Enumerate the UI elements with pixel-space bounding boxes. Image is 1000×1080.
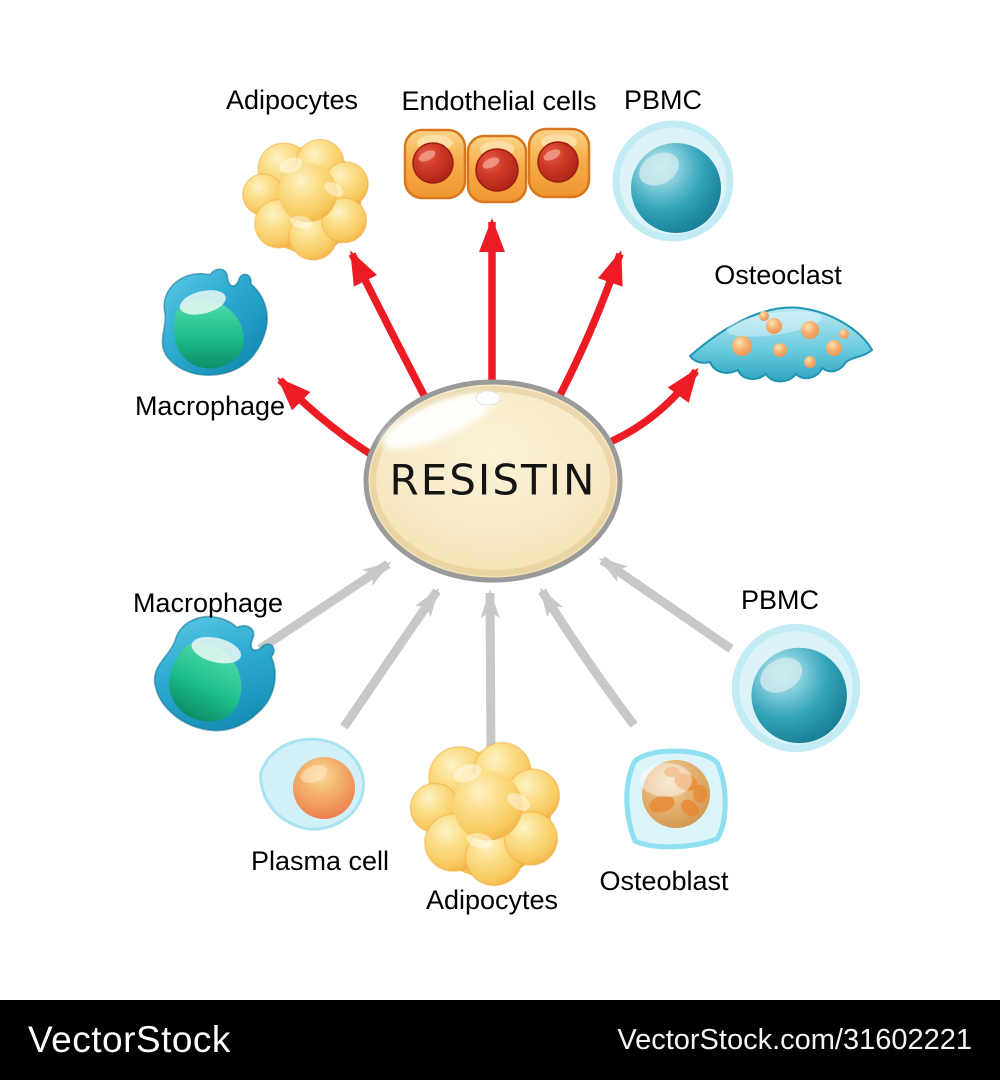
resistin-label: RESISTIN (389, 455, 597, 505)
gloss-highlight (380, 393, 494, 449)
red-arrow-to-pbmc (553, 250, 624, 403)
label-pbmc-bottom: PBMC (740, 585, 820, 615)
macrophage-bottom-cell (140, 597, 296, 753)
label-macrophage-top: Macrophage (134, 391, 286, 421)
label-endothelial-cells: Endothelial cells (401, 86, 597, 116)
label-plasma-cell: Plasma cell (250, 846, 390, 876)
label-macrophage-bottom: Macrophage (132, 588, 284, 618)
gray-arrow-from-plasma-cell (340, 587, 441, 730)
vectorstock-logo-text: VectorStock (28, 1019, 231, 1060)
label-adipocytes-bottom: Adipocytes (425, 885, 559, 915)
label-pbmc-top: PBMC (623, 85, 703, 115)
pbmc-bottom-cell (736, 628, 857, 749)
incoming-arrow-group (257, 556, 734, 758)
gray-arrow-from-macrophage (257, 560, 392, 653)
label-osteoclast: Osteoclast (714, 260, 842, 290)
gloss-dot (475, 390, 501, 406)
osteoblast-cell (624, 748, 728, 850)
plasma-cell-cell (259, 737, 365, 831)
osteoclast-cell (688, 306, 874, 383)
vectorstock-credit-url: VectorStock.com/31602221 (617, 1023, 972, 1056)
macrophage-top-cell (161, 268, 268, 376)
adipocytes-top-cell (241, 138, 369, 261)
gray-arrow-from-pbmc (598, 556, 734, 653)
diagram-canvas (140, 0, 874, 887)
watermark-bar: VectorStock VectorStock.com/31602221 (0, 1000, 1000, 1080)
endothelial-cells (403, 127, 591, 204)
red-arrow-to-adipocytes (348, 250, 432, 405)
resistin-diagram: RESISTIN Macrophage Adipocytes Endotheli… (132, 0, 874, 915)
gray-arrow-from-osteoblast (538, 587, 638, 728)
resistin-ellipse (363, 379, 623, 583)
red-arrow-to-osteoclast (606, 367, 700, 447)
gray-arrow-from-adipocytes (480, 589, 500, 758)
label-osteoblast: Osteoblast (599, 866, 729, 896)
red-arrow-to-macrophage (277, 377, 384, 465)
label-adipocytes-top: Adipocytes (225, 85, 359, 115)
pbmc-top-cell (616, 124, 730, 238)
adipocytes-bottom-cell (409, 741, 561, 887)
